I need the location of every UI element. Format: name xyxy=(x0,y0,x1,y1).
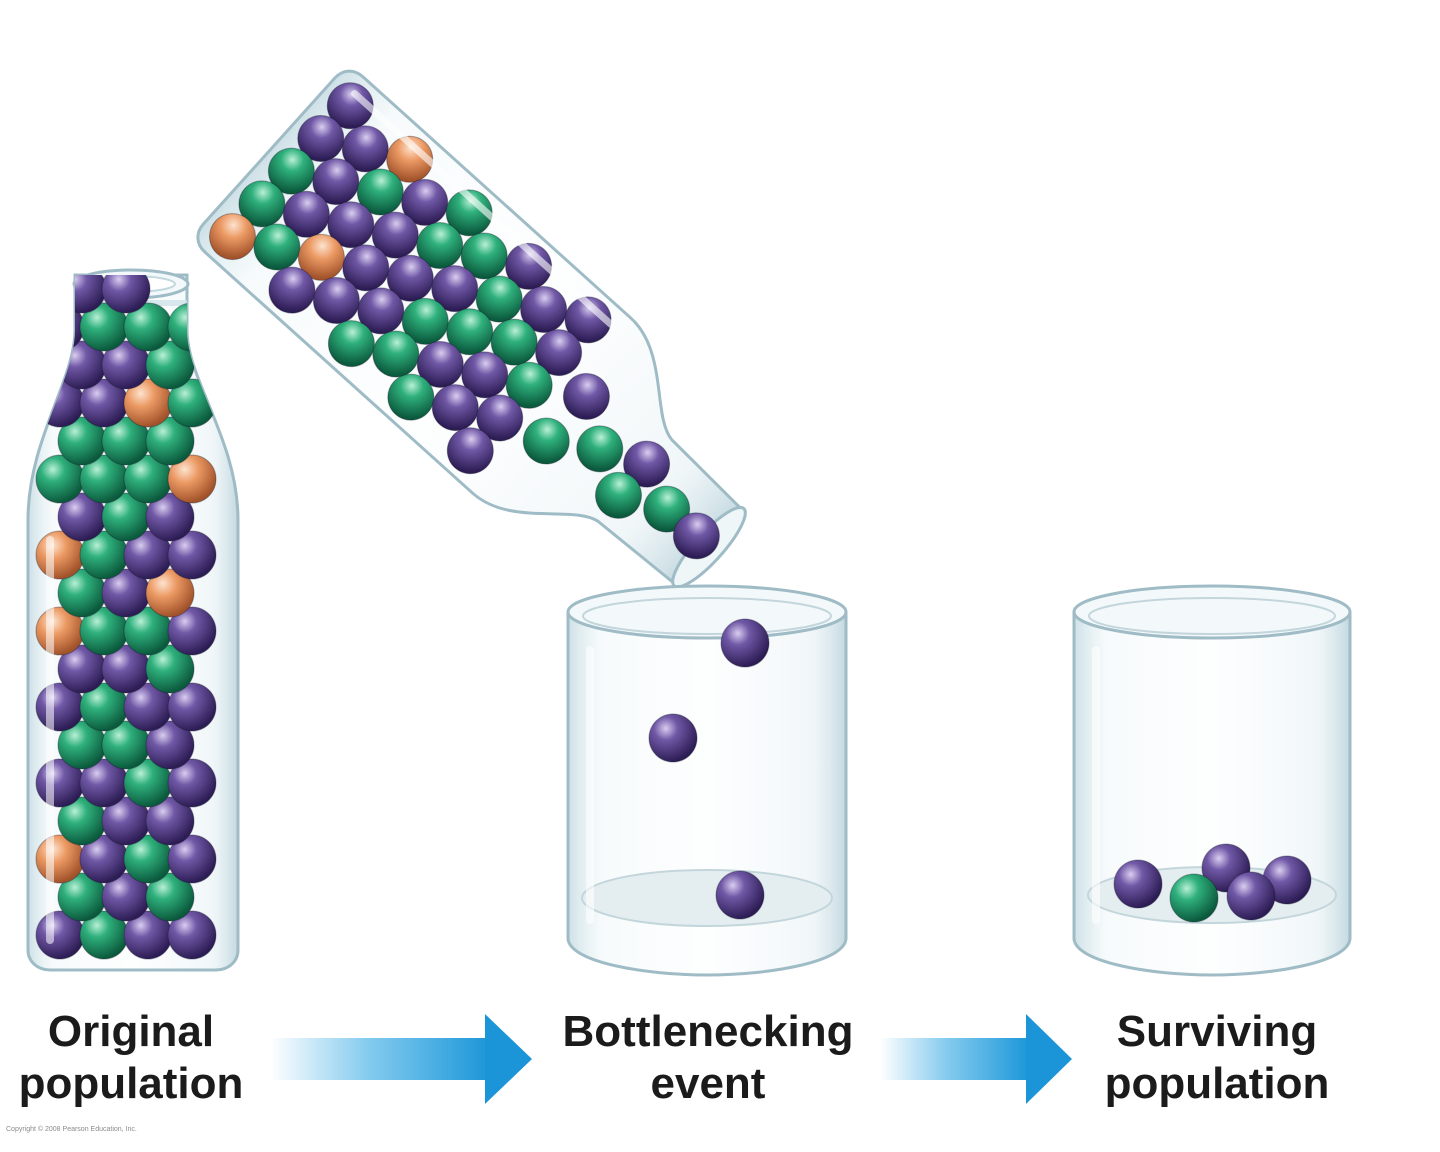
label-original-line2: population xyxy=(18,1059,244,1108)
green-marble xyxy=(576,425,624,473)
green-marble xyxy=(522,417,570,465)
green-marble xyxy=(145,416,195,466)
purple-marble xyxy=(648,713,698,763)
purple-marble xyxy=(562,372,610,420)
green-marble xyxy=(167,302,217,352)
copyright-text: Copyright © 2008 Pearson Education, Inc. xyxy=(6,1126,137,1133)
purple-marble xyxy=(715,870,765,920)
pouring-population-balls xyxy=(208,82,720,560)
purple-marble xyxy=(1113,859,1163,909)
label-bottleneck-line1: Bottlenecking xyxy=(562,1007,854,1056)
bottleneck-glass xyxy=(566,584,848,977)
pouring-bottle xyxy=(196,69,747,589)
purple-marble xyxy=(672,512,720,560)
purple-marble xyxy=(720,618,770,668)
orange-marble xyxy=(167,454,217,504)
label-bottleneck-line2: event xyxy=(650,1059,766,1108)
purple-marble xyxy=(446,427,494,475)
purple-marble xyxy=(167,682,217,732)
green-marble xyxy=(145,872,195,922)
label-original-population: Original population xyxy=(0,1006,262,1110)
purple-marble xyxy=(431,384,479,432)
label-bottlenecking-event: Bottlenecking event xyxy=(536,1006,880,1110)
green-marble xyxy=(594,471,642,519)
bottleneck-balls xyxy=(648,618,770,920)
surviving-glass xyxy=(1072,584,1352,977)
surviving-balls xyxy=(1113,843,1312,923)
purple-marble xyxy=(167,530,217,580)
label-surviving-population: Surviving population xyxy=(1074,1006,1360,1110)
label-surviving-line1: Surviving xyxy=(1116,1007,1318,1056)
arrow-2 xyxy=(880,1014,1072,1104)
green-marble xyxy=(372,330,420,378)
original-population-balls xyxy=(35,275,217,960)
purple-marble xyxy=(1226,871,1276,921)
purple-marble xyxy=(145,492,195,542)
arrow-1 xyxy=(270,1014,532,1104)
label-surviving-line2: population xyxy=(1104,1059,1330,1108)
purple-marble xyxy=(312,277,360,325)
purple-marble xyxy=(101,275,151,314)
purple-marble xyxy=(167,910,217,960)
purple-marble xyxy=(145,720,195,770)
green-marble xyxy=(253,223,301,271)
label-original-line1: Original xyxy=(47,1007,215,1056)
green-marble xyxy=(327,320,375,368)
green-marble xyxy=(1169,873,1219,923)
orange-marble xyxy=(208,213,256,261)
orange-marble xyxy=(145,568,195,618)
green-marble xyxy=(387,373,435,421)
purple-marble xyxy=(145,796,195,846)
green-marble xyxy=(145,644,195,694)
purple-marble xyxy=(167,834,217,884)
purple-marble xyxy=(167,606,217,656)
purple-marble xyxy=(268,266,316,314)
purple-marble xyxy=(167,758,217,808)
